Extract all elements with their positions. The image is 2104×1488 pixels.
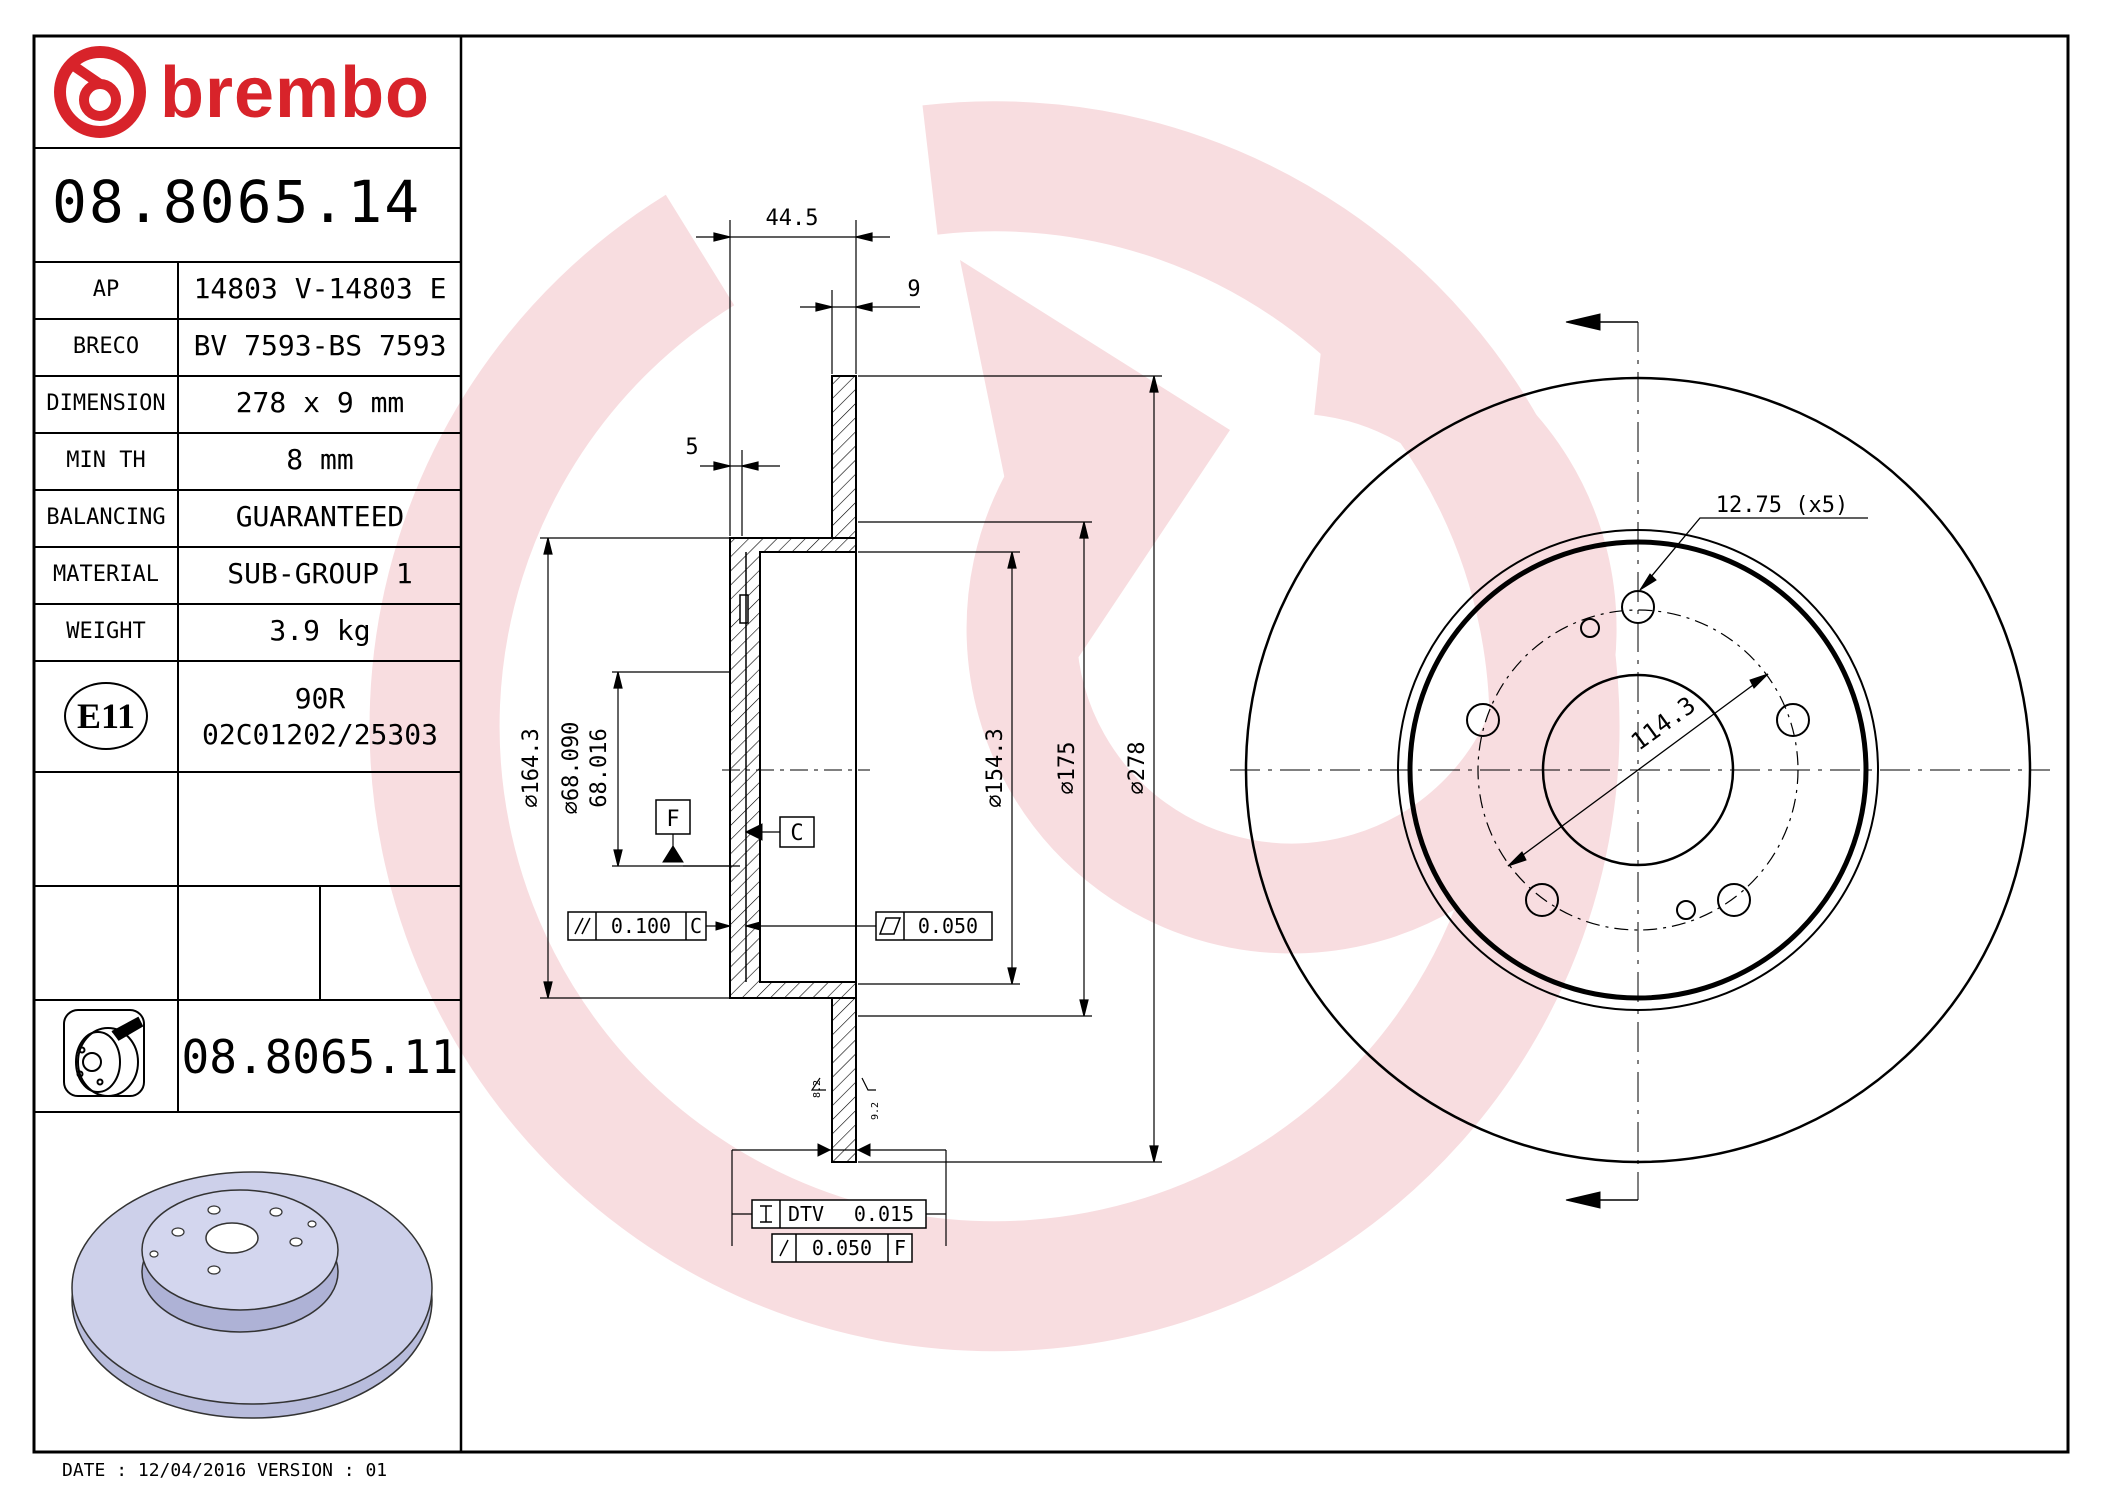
spec-value-balancing: GUARANTEED xyxy=(235,500,405,533)
dia-center-bore-max: ⌀68.090 xyxy=(559,722,584,815)
min-th-mark-1: 8.2 xyxy=(812,1080,823,1098)
spec-label-balancing: BALANCING xyxy=(46,505,166,530)
front-view xyxy=(1230,313,2050,1209)
spec-value-material: SUB-GROUP 1 xyxy=(227,557,413,590)
datum-c-label: C xyxy=(790,821,803,846)
dim-hat-wall: 5 xyxy=(685,435,698,460)
spec-value-ap: 14803 V-14803 E xyxy=(193,272,447,305)
pcd-label: 114.3 xyxy=(1626,691,1701,756)
dim-overall-thickness: 44.5 xyxy=(766,206,819,231)
section-view xyxy=(540,220,1162,1263)
related-part-number: 08.8065.11 xyxy=(181,1030,459,1084)
brembo-logo-icon xyxy=(54,46,146,138)
spec-label-material: MATERIAL xyxy=(53,562,159,587)
spec-value-min-th: 8 mm xyxy=(286,443,354,476)
dia-outer: ⌀278 xyxy=(1125,742,1150,795)
parallelism-value: 0.100 xyxy=(611,914,671,938)
part-number: 08.8065.14 xyxy=(52,168,422,236)
approval-line-1: 90R xyxy=(294,682,346,715)
dia-outer-hat: ⌀164.3 xyxy=(519,728,544,807)
e11-approval-mark: E11 xyxy=(64,682,148,750)
footer-date-label: DATE xyxy=(62,1460,106,1481)
min-th-mark-2: 9.2 xyxy=(870,1102,881,1120)
section-view-labels: 44.5 9 5 ⌀164.3 ⌀68.090 68.016 ⌀154.3 ⌀1… xyxy=(519,206,1150,1260)
dim-disc-thickness: 9 xyxy=(907,277,920,302)
footer-version-label: VERSION xyxy=(257,1460,333,1481)
title-block-grid xyxy=(34,147,461,1113)
brand-wordmark: brembo xyxy=(160,53,431,133)
spec-label-min-th: MIN TH xyxy=(66,448,146,473)
approval-line-2: 02C01202/25303 xyxy=(201,718,438,751)
spec-label-breco: BRECO xyxy=(72,334,140,359)
spec-label-dimension: DIMENSION xyxy=(46,391,166,416)
footer-version: 01 xyxy=(365,1460,388,1481)
runout-value: 0.050 xyxy=(812,1236,872,1260)
spec-value-dimension: 278 x 9 mm xyxy=(235,386,405,419)
dia-inner-friction: ⌀154.3 xyxy=(983,728,1008,807)
spec-value-weight: 3.9 kg xyxy=(269,614,371,647)
footer-date-version: DATE : 12/04/2016 VERSION : 01 xyxy=(62,1460,388,1481)
brembo-watermark xyxy=(369,101,1620,1352)
dia-center-bore-min: 68.016 xyxy=(587,728,612,807)
flatness-value: 0.050 xyxy=(918,914,978,938)
bolt-hole-label: 12.75 (x5) xyxy=(1716,493,1848,518)
dtv-label: DTV xyxy=(788,1202,824,1226)
footer-date: 12/04/2016 xyxy=(137,1460,247,1481)
spec-label-weight: WEIGHT xyxy=(66,619,146,644)
dia-175: ⌀175 xyxy=(1055,742,1080,795)
disc-3d-render xyxy=(71,1171,433,1419)
runout-ref: F xyxy=(894,1236,906,1260)
spec-label-ap: AP xyxy=(92,277,120,302)
parallelism-ref: C xyxy=(690,914,702,938)
datum-f-label: F xyxy=(666,807,679,832)
dtv-value: 0.015 xyxy=(854,1202,914,1226)
spec-value-breco: BV 7593-BS 7593 xyxy=(193,329,447,362)
disc-kit-icon xyxy=(63,1009,145,1097)
